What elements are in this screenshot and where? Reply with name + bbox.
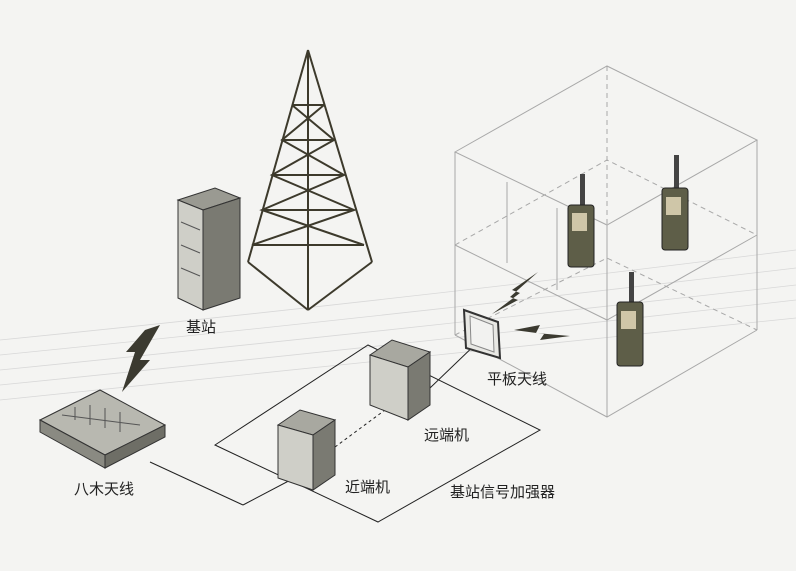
yagi-antenna-label: 八木天线: [74, 480, 134, 498]
cell-tower: [247, 49, 373, 311]
building: [453, 65, 759, 418]
base-station-label: 基站: [186, 318, 216, 336]
near-end-unit: [276, 409, 337, 491]
near-end-unit-label: 近端机: [345, 478, 390, 496]
handset-1: [567, 174, 595, 268]
booster-label: 基站信号加强器: [450, 483, 555, 501]
handset-3: [616, 272, 644, 367]
wireless-signal-icon: [122, 272, 570, 392]
panel-antenna-label: 平板天线: [487, 370, 547, 388]
far-end-unit-label: 远端机: [424, 426, 469, 444]
base-station-rack: [176, 187, 242, 311]
yagi-antenna: [38, 389, 167, 469]
far-end-unit: [368, 339, 432, 421]
handset-2: [661, 155, 689, 251]
panel-antenna: [462, 308, 502, 360]
